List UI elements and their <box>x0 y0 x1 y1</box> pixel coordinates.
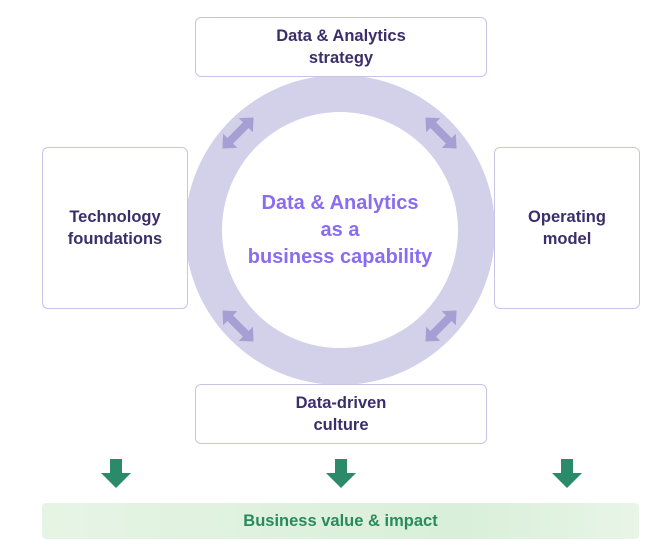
strategy-label: Data & Analytics strategy <box>276 27 406 67</box>
double-arrow-icon <box>418 110 464 156</box>
box-strategy: Data & Analytics strategy <box>195 17 487 77</box>
capability-center: Data & Analytics as a business capabilit… <box>222 112 458 348</box>
box-data-driven-culture: Data-driven culture <box>195 384 487 444</box>
culture-label: Data-driven culture <box>295 394 387 434</box>
down-arrow-icon <box>552 459 582 488</box>
double-arrow-icon <box>215 110 261 156</box>
down-arrow-icon <box>101 459 131 488</box>
box-operating-model: Operating model <box>494 147 640 309</box>
center-label: Data & Analytics as a business capabilit… <box>247 191 433 268</box>
technology-label: Technology foundations <box>67 208 163 248</box>
down-arrow-icon <box>326 459 356 488</box>
business-value-label: Business value & impact <box>243 511 438 530</box>
capability-ring: Data & Analytics as a business capabilit… <box>185 75 495 385</box>
double-arrow-icon <box>418 303 464 349</box>
double-arrow-icon <box>215 303 261 349</box>
business-value-bar: Business value & impact <box>42 503 639 539</box>
operating-model-label: Operating model <box>528 208 606 248</box>
box-technology-foundations: Technology foundations <box>42 147 188 309</box>
